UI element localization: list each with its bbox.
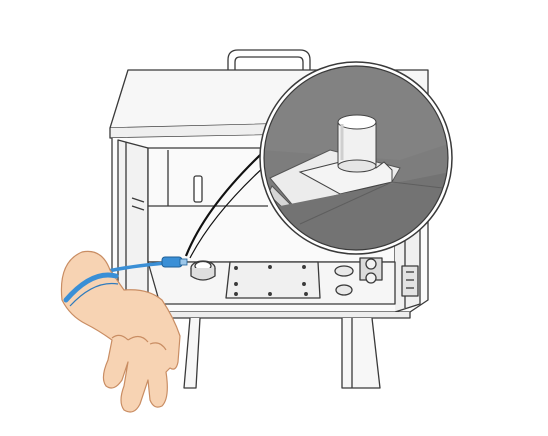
back-wall-slot	[194, 176, 202, 202]
floor-fitting	[191, 261, 215, 280]
cabinet-left-wall	[118, 140, 148, 304]
floor-plate	[226, 262, 320, 298]
cabinet-legs	[184, 318, 380, 388]
ground-stud	[338, 115, 376, 172]
door-hinge	[402, 266, 418, 296]
